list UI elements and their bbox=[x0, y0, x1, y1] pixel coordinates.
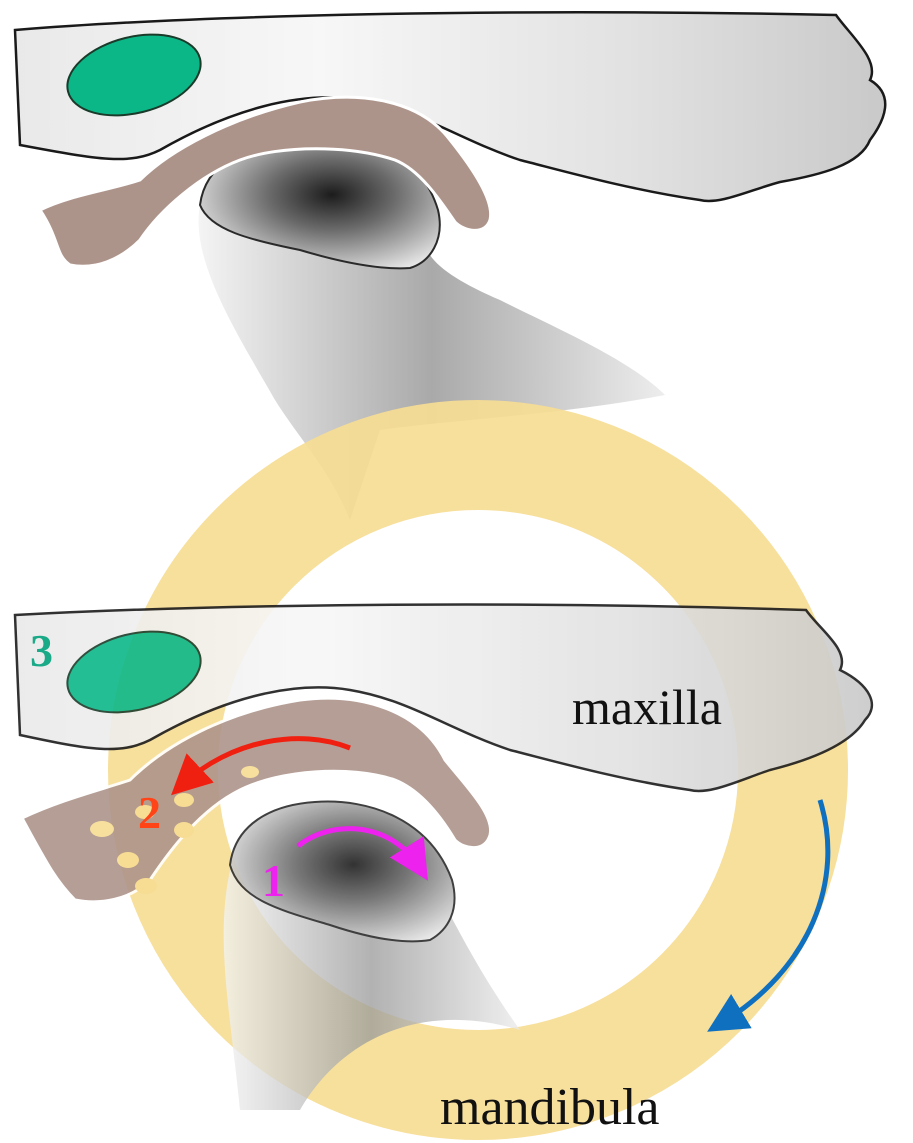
step-2-label: 2 bbox=[138, 790, 161, 836]
mandibula-label: mandibula bbox=[440, 1082, 660, 1134]
step-1-label: 1 bbox=[262, 858, 285, 904]
maxilla-label: maxilla bbox=[572, 682, 722, 732]
step-3-label: 3 bbox=[30, 628, 53, 674]
